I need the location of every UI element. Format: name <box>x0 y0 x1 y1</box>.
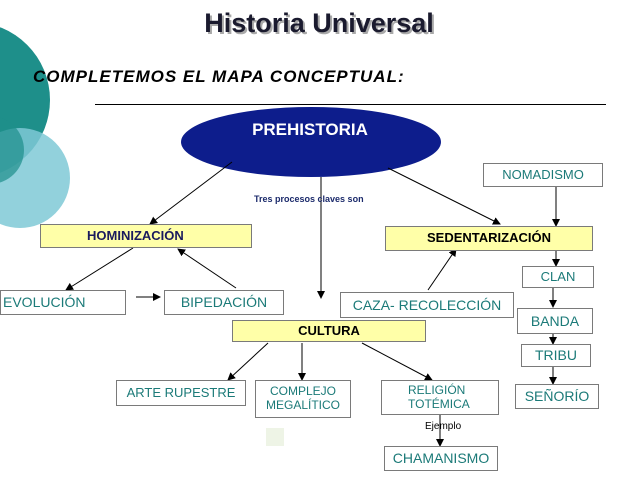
node-caza-recoleccion: CAZA- RECOLECCIÓN <box>340 292 514 318</box>
node-senorio: SEÑORÍO <box>515 384 599 409</box>
node-nomadismo: NOMADISMO <box>483 163 603 187</box>
node-hominizacion: HOMINIZACIÓN <box>40 224 252 248</box>
node-religion-totemica: RELIGIÓN TOTÉMICA <box>381 380 499 415</box>
arrow-to-hominizacion <box>149 161 233 225</box>
arrow-from-bipedacion <box>177 248 237 289</box>
arrow-to-sedentarizacion <box>387 167 501 225</box>
node-tribu: TRIBU <box>521 344 591 367</box>
decorative-circles <box>0 27 70 228</box>
page-title: Historia Universal <box>204 8 434 38</box>
node-chamanismo: CHAMANISMO <box>384 446 498 471</box>
node-evolucion: EVOLUCIÓN <box>0 290 126 315</box>
deco-circle-mid <box>0 117 24 183</box>
connector-arrows <box>65 161 560 447</box>
node-arte-rupestre: ARTE RUPESTRE <box>116 380 246 406</box>
arrow-to-arte-rupestre <box>227 342 269 381</box>
node-sedentarizacion: SEDENTARIZACIÓN <box>385 226 593 251</box>
page-subtitle: COMPLETEMOS EL MAPA CONCEPTUAL: <box>33 67 405 86</box>
root-node-label: PREHISTORIA <box>252 120 368 139</box>
node-clan: CLAN <box>522 266 594 288</box>
node-religion-line1: RELIGIÓN <box>408 382 466 397</box>
node-cultura: CULTURA <box>232 320 426 342</box>
arrow-to-evolucion <box>65 247 134 291</box>
prehistoria-oval <box>181 107 441 177</box>
node-complejo-line1: COMPLEJO <box>269 384 336 399</box>
node-complejo-line2: MEGALÍTICO <box>265 398 340 412</box>
example-label: Ejemplo <box>425 421 462 432</box>
node-banda: BANDA <box>517 308 593 334</box>
arrow-to-religion <box>361 342 433 381</box>
decorative-square <box>266 428 284 446</box>
arrow-caza-sedentarizacion <box>427 248 457 291</box>
connector-label: Tres procesos claves son <box>254 194 364 204</box>
node-religion-line2: TOTÉMICA <box>408 396 470 411</box>
node-complejo-megalitico: COMPLEJO MEGALÍTICO <box>255 380 351 418</box>
node-bipedacion: BIPEDACIÓN <box>164 290 284 315</box>
divider-line <box>95 104 606 105</box>
